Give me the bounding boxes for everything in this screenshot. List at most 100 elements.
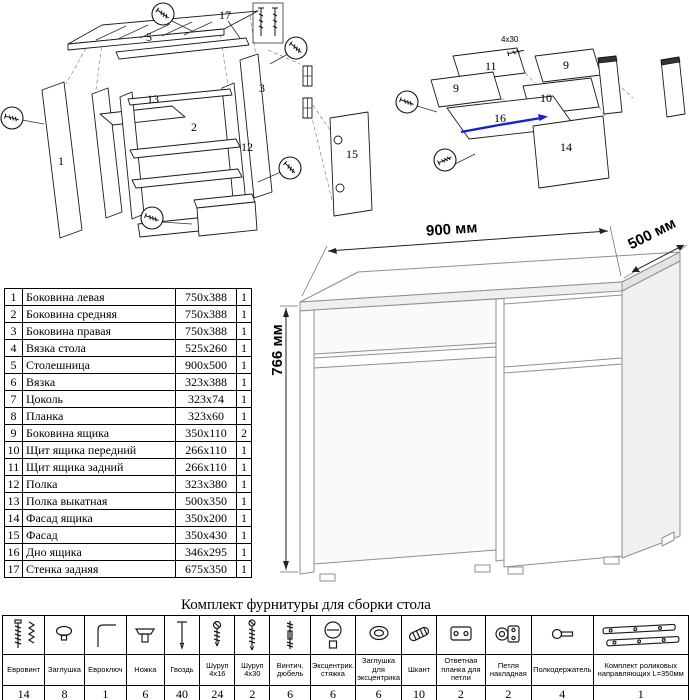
- hardware-qty: 6: [126, 685, 165, 700]
- double-thread-dowel-icon: [286, 621, 294, 649]
- part-qty: 1: [236, 560, 252, 578]
- hardware-label: Петля накладная: [484, 654, 533, 686]
- drawer-exploded-diagram: 11 9 9 10 16 14 4x30: [395, 35, 686, 189]
- part-num: 2: [4, 305, 23, 323]
- part-size: 750x388: [175, 305, 237, 323]
- part-name: Полка: [22, 475, 176, 493]
- screw-4x16-icon: [213, 620, 222, 647]
- hinge-plate-icon: [450, 626, 472, 641]
- hardware-qty: 1: [83, 685, 128, 700]
- roller-guides-icon: [602, 623, 680, 647]
- hardware-qty: 40: [163, 685, 201, 700]
- desk-body: [299, 251, 681, 582]
- cam-lock-icon: [324, 621, 342, 649]
- nail-icon: [176, 621, 187, 650]
- hardware-qty: 2: [484, 685, 533, 700]
- part-label: 2: [191, 120, 197, 134]
- part-qty: 1: [236, 492, 252, 510]
- part-label: 9: [563, 58, 569, 72]
- hardware-labels-row: Евровинт Заглушка Евроключ Ножка Гвоздь …: [1, 654, 689, 686]
- part-num: 10: [4, 441, 23, 459]
- screw-4x30-icon: [248, 619, 256, 651]
- part-size: 350x430: [175, 526, 237, 544]
- part-name: Дно ящика: [22, 543, 176, 561]
- part-name: Щит ящика задний: [22, 458, 176, 476]
- part-qty: 1: [236, 356, 252, 374]
- part-name: Цоколь: [22, 390, 176, 408]
- middle-left-panel-shape: [91, 87, 123, 219]
- euro-screw-icon: [14, 619, 35, 648]
- part-qty: 1: [236, 322, 252, 340]
- part-name: Боковина правая: [22, 322, 176, 340]
- wooden-dowel-icon: [409, 626, 430, 642]
- part-num: 1: [4, 288, 23, 306]
- part-size: 750x388: [175, 288, 237, 306]
- hardware-label: Шуруп 4x30: [234, 654, 271, 686]
- hardware-qty: 2: [436, 685, 486, 700]
- drawer-box-shape: [193, 193, 258, 237]
- desk-leg: [474, 564, 491, 573]
- hardware-qty: 2: [234, 685, 271, 700]
- part-name: Столешница: [22, 356, 176, 374]
- hardware-label: Шкант: [401, 654, 438, 686]
- hinge-icon: [495, 625, 520, 643]
- part-size: 350x110: [175, 424, 237, 442]
- desk-leg: [319, 573, 336, 582]
- drawer-facade-shape: [532, 115, 610, 189]
- part-num: 14: [4, 509, 23, 527]
- hardware-table: Евровинт Заглушка Евроключ Ножка Гвоздь …: [1, 615, 689, 700]
- side-panels-right: [597, 55, 686, 118]
- part-name: Боковина средняя: [22, 305, 176, 323]
- top-panel-hatch: [95, 21, 213, 41]
- part-num: 15: [4, 526, 23, 544]
- hardware-label: Заглушка: [44, 654, 85, 686]
- part-label: 1: [58, 154, 64, 168]
- hardware-qty: 6: [309, 685, 357, 700]
- part-size: 266x110: [175, 441, 237, 459]
- hardware-label: Заглушка для эксцентрика: [355, 654, 403, 686]
- part-num: 13: [4, 492, 23, 510]
- cam-cover-icon: [368, 625, 389, 641]
- part-size: 525x260: [175, 339, 237, 357]
- part-qty: 1: [236, 305, 252, 323]
- pullout-shelf-shape: [99, 105, 186, 126]
- hardware-label: Винтич. дюбель: [269, 654, 311, 686]
- assembled-desk-drawing: 900 мм 500 мм 766 мм: [270, 215, 688, 582]
- part-label: 13: [147, 92, 159, 106]
- part-name: Фасад: [22, 526, 176, 544]
- callout-screw-details: [0, 2, 308, 230]
- back-panel-shape: [115, 37, 250, 60]
- part-num: 12: [4, 475, 23, 493]
- hardware-qty: 24: [199, 685, 236, 700]
- width-value: 900 мм: [425, 219, 477, 240]
- hardware-qty: 4: [531, 685, 594, 700]
- part-name: Боковина ящика: [22, 424, 176, 442]
- part-label: 9: [453, 81, 459, 95]
- drawer-side-shape: [430, 71, 502, 108]
- part-num: 5: [4, 356, 23, 374]
- hardware-label: Шуруп 4x16: [199, 654, 236, 686]
- part-name: Стенка задняя: [22, 560, 176, 578]
- hardware-qty: 10: [401, 685, 438, 700]
- slide-direction-arrowhead: [538, 114, 548, 121]
- part-name: Вязка стола: [22, 339, 176, 357]
- part-name: Вязка: [22, 373, 176, 391]
- hardware-label: Гвоздь: [163, 654, 201, 686]
- furniture-leg-icon: [135, 628, 156, 643]
- part-label: 14: [560, 140, 572, 154]
- part-size: 750x388: [175, 322, 237, 340]
- screw-size-label: 4x30: [501, 35, 519, 44]
- part-num: 11: [4, 458, 23, 476]
- desk-exploded-diagram: 17 5 13 2 1 3 12 15: [0, 2, 373, 239]
